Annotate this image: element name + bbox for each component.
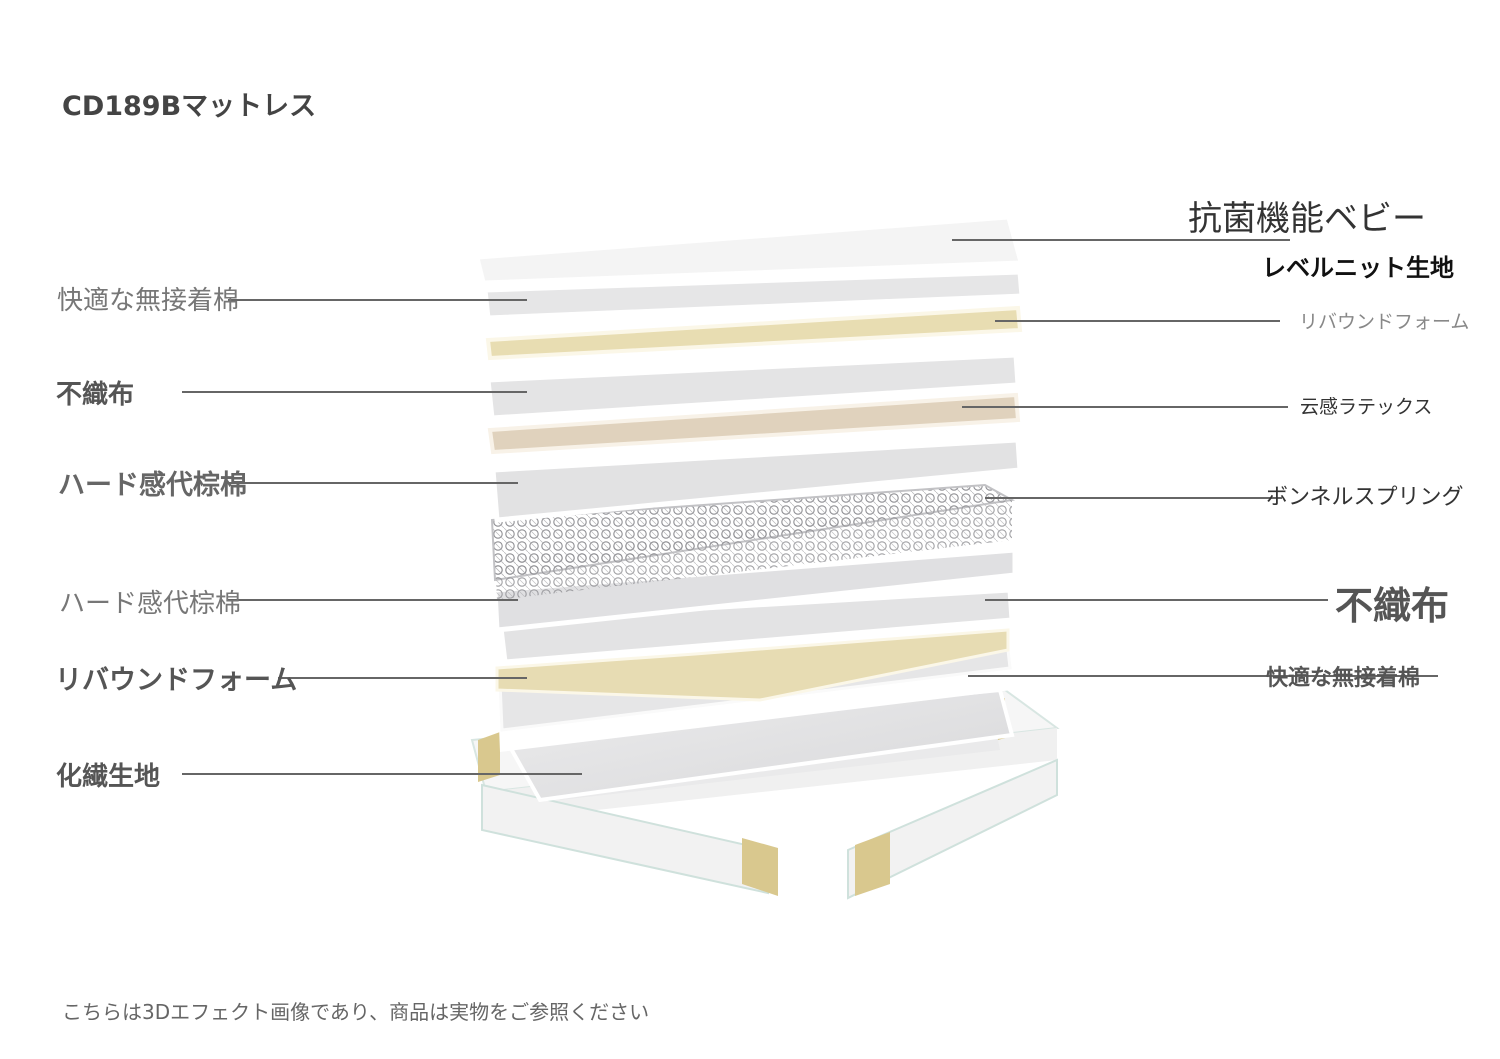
label-nonwoven-left: 不織布	[56, 380, 135, 410]
footnote-disclaimer: こちらは3Dエフェクト画像であり、商品は実物をご参照ください	[62, 1000, 650, 1024]
label-comfort-cotton-right: 快適な無接着棉	[1266, 666, 1421, 691]
layer-cloud-latex	[487, 392, 1021, 455]
layer-antibacterial-knit-fabric	[476, 216, 1022, 284]
label-hard-palm-left-2: ハード感代棕棉	[59, 589, 242, 619]
label-rebound-foam-right: リバウンドフォーム	[1299, 311, 1470, 333]
label-cloud-latex: 云感ラテックス	[1300, 396, 1433, 418]
layer-nonwoven-bottom	[497, 587, 1015, 665]
label-comfort-cotton-left: 快適な無接着棉	[57, 286, 240, 316]
layer-hard-palm-upper	[490, 437, 1023, 523]
label-level-knit-fabric: レベルニット生地	[1262, 254, 1454, 282]
layer-rebound-foam-bottom	[495, 628, 1010, 702]
label-hard-palm-left-1: ハード感代棕棉	[58, 470, 247, 501]
product-title: CD189Bマットレス	[62, 91, 317, 122]
layer-comfort-cotton-upper	[482, 269, 1025, 321]
layer-nonwoven-upper	[485, 352, 1021, 421]
callout-lines	[182, 239, 1438, 775]
label-fiber-fabric-left: 化繊生地	[56, 762, 161, 792]
label-rebound-foam-left: リバウンドフォーム	[55, 665, 298, 696]
label-nonwoven-right: 不織布	[1335, 584, 1450, 628]
layer-hard-palm-lower	[492, 547, 1018, 633]
label-bonnell-spring: ボンネルスプリング	[1266, 485, 1464, 510]
layer-bonnell-spring	[490, 483, 1016, 600]
label-antibacterial-baby: 抗菌機能ベビー	[1188, 199, 1426, 239]
layer-rebound-foam-upper	[485, 305, 1023, 361]
